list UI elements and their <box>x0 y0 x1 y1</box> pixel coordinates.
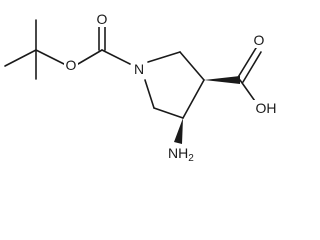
bond-ester-o-to-carbonyl <box>77 49 103 65</box>
atom-label-ring-n: N <box>131 60 147 77</box>
acid-hydroxyl: OH <box>256 100 277 116</box>
acid-carbonyl-oxygen: O <box>254 32 265 48</box>
amine-nitrogen: NH2 <box>168 145 194 164</box>
atom-label-acid-o: O <box>252 32 266 48</box>
bond-tbu-methyl-left <box>4 49 37 67</box>
bond-c2-to-c3 <box>179 51 205 81</box>
amine-nh: NH <box>168 145 188 161</box>
wedge-c4-to-amine <box>174 118 183 144</box>
bond-acid-double-a <box>236 47 257 80</box>
molecule-drawing: O O N O OH NH2 <box>4 11 280 164</box>
bond-n-to-c2 <box>147 51 181 63</box>
bond-c4-to-c5 <box>153 107 184 119</box>
bond-acid-double-b <box>242 51 262 83</box>
wedge-c3-to-carboxyl <box>204 76 240 84</box>
bond-c3-to-c4 <box>182 79 205 119</box>
boc-carbonyl-oxygen: O <box>97 11 108 27</box>
atom-label-amine: NH2 <box>165 144 197 164</box>
atom-label-acid-oh: OH <box>252 100 280 116</box>
structure-canvas: O O N O OH NH2 <box>4 11 280 164</box>
bond-c5-to-n <box>144 79 155 109</box>
atom-label-boc-carbonyl-o: O <box>96 11 108 27</box>
amine-subscript: 2 <box>188 153 194 164</box>
bond-carbonyl-to-n <box>101 49 131 65</box>
atom-label-ester-o: O <box>64 57 78 73</box>
ring-nitrogen: N <box>134 61 144 77</box>
bond-tbu-to-ester-o <box>35 49 65 65</box>
ester-oxygen: O <box>66 57 77 73</box>
